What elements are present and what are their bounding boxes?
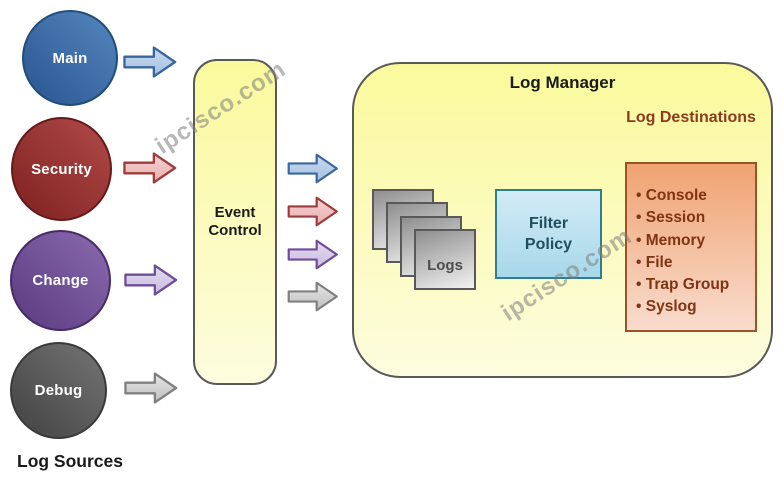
arrow-security-to-event-control bbox=[123, 152, 177, 184]
log-destination-item-console: Console bbox=[636, 185, 755, 207]
log-source-main-label: Main bbox=[52, 49, 88, 67]
log-source-security-circle: Security bbox=[11, 117, 112, 221]
log-destinations-title: Log Destinations bbox=[626, 109, 756, 126]
arrow-debug-to-event-control bbox=[124, 372, 178, 404]
log-destination-item-file: File bbox=[636, 252, 755, 274]
arrow-main-to-event-control bbox=[123, 46, 177, 78]
log-source-debug-label: Debug bbox=[34, 382, 83, 399]
arrow-change-to-event-control bbox=[124, 264, 178, 296]
arrow-event-control-to-log-manager-purple bbox=[287, 239, 338, 270]
arrow-event-control-to-log-manager-gray bbox=[287, 281, 338, 312]
log-sources-caption: Log Sources bbox=[17, 451, 123, 471]
logs-label: Logs bbox=[427, 257, 463, 274]
log-source-change-circle: Change bbox=[10, 230, 111, 331]
log-manager-title: Log Manager bbox=[509, 73, 616, 92]
logs-stack-square-front: Logs bbox=[414, 229, 476, 290]
log-source-security-label: Security bbox=[31, 160, 92, 178]
log-source-main-circle: Main bbox=[22, 10, 118, 106]
log-destinations-box: Console Session Memory File Trap Group S… bbox=[625, 162, 757, 332]
arrow-event-control-to-log-manager-blue bbox=[287, 153, 338, 184]
log-source-change-label: Change bbox=[32, 272, 89, 289]
filter-policy-box: Filter Policy bbox=[495, 189, 602, 279]
event-control-label: Event Control bbox=[208, 204, 262, 239]
event-control-box: Event Control bbox=[193, 59, 277, 385]
log-destination-item-syslog: Syslog bbox=[636, 296, 755, 318]
log-source-debug-circle: Debug bbox=[10, 342, 107, 439]
log-destinations-list: Console Session Memory File Trap Group S… bbox=[627, 185, 755, 319]
log-manager-box: Log Manager Logs Filter Policy Log Desti… bbox=[352, 62, 773, 378]
log-destination-item-memory: Memory bbox=[636, 230, 755, 252]
log-destination-item-session: Session bbox=[636, 207, 755, 229]
filter-policy-label: Filter Policy bbox=[524, 215, 573, 253]
arrow-event-control-to-log-manager-red bbox=[287, 196, 338, 227]
log-destination-item-trap-group: Trap Group bbox=[636, 274, 755, 296]
